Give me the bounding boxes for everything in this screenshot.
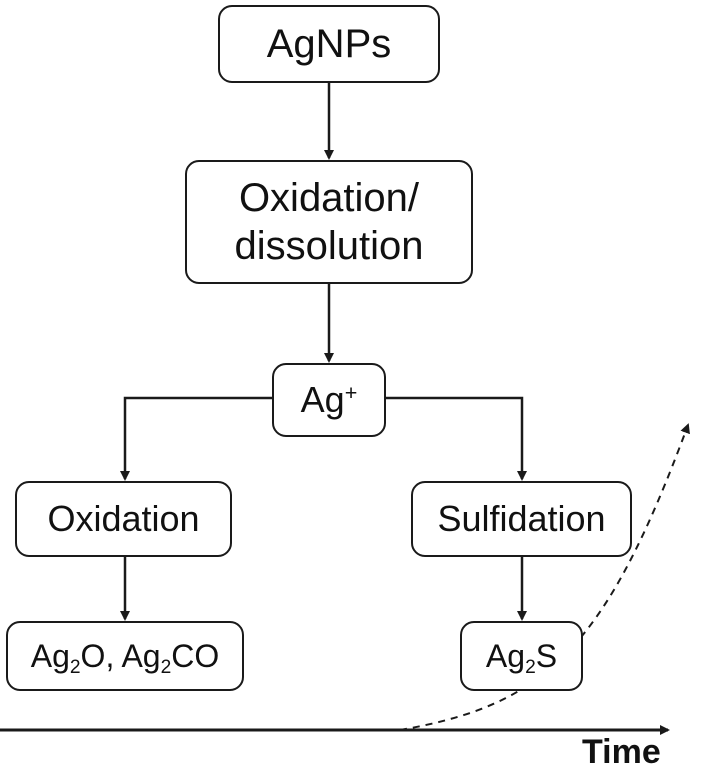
sulfidation-label: Sulfidation [437,498,606,540]
oxidation-node: Oxidation [15,481,232,557]
oxidation-label: Oxidation [47,498,200,540]
ag2o-o: O, [80,637,122,674]
ag2co-co: CO [171,637,220,674]
ag2o-subscript: 2 [69,656,81,678]
agnps-node: AgNPs [218,5,440,83]
arrow-silver-ion-to-sulfidation [386,396,527,481]
ag2s-ag: Ag [485,637,526,674]
silver-sulfide-label: Ag2S [485,637,558,678]
ag2s-subscript: 2 [525,656,536,678]
oxidation-dissolution-line1: Oxidation/ [238,176,420,220]
silver-ion-node: Ag+ [272,363,386,437]
oxidation-dissolution-node: Oxidation/ dissolution [185,160,473,284]
silver-sulfide-node: Ag2S [460,621,583,691]
silver-ion-base: Ag [300,379,345,421]
ag2co-ag: Ag [121,637,161,674]
silver-oxide-carbonate-label: Ag2O, Ag2CO [30,637,220,678]
ag2co-subscript: 2 [160,656,172,678]
silver-ion-label: Ag+ [301,378,358,421]
time-axis-label: Time [582,733,661,771]
oxidation-dissolution-line2: dissolution [234,224,424,268]
ag2o-ag: Ag [30,637,70,674]
silver-oxide-carbonate-node: Ag2O, Ag2CO [6,621,244,691]
sulfidation-node: Sulfidation [411,481,632,557]
agnps-label: AgNPs [266,22,392,66]
arrow-silver-ion-to-oxidation [120,396,272,481]
silver-ion-charge: + [344,380,358,406]
ag2s-s: S [535,637,558,674]
oxidation-dissolution-label: Oxidation/ dissolution [234,174,423,270]
